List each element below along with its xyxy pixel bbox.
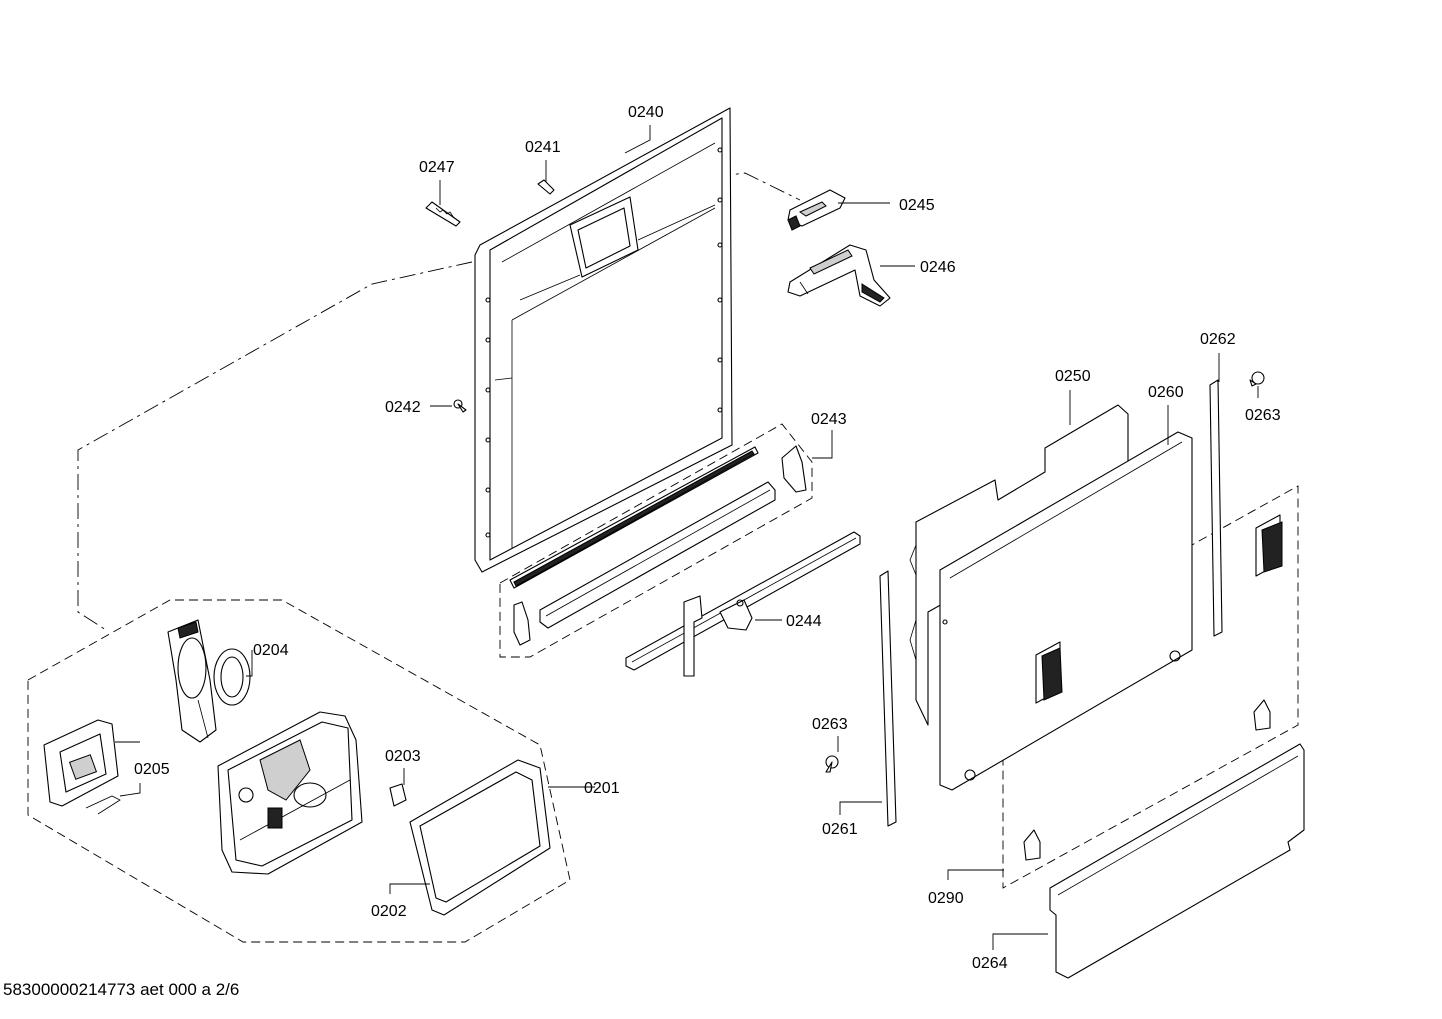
label-0290: 0290 xyxy=(928,890,964,907)
decor-set-0290 xyxy=(1023,514,1283,861)
label-0261: 0261 xyxy=(822,821,858,838)
screw-0241 xyxy=(537,179,555,195)
leader-lines xyxy=(115,125,1259,950)
screw-0242 xyxy=(453,399,467,413)
door-screw-holes xyxy=(485,147,723,538)
document-reference: 58300000214773 aet 000 a 2/6 xyxy=(3,980,240,999)
label-0241: 0241 xyxy=(525,139,561,156)
detergent-box-lid-0205 xyxy=(43,719,121,815)
label-0245: 0245 xyxy=(899,197,935,214)
label-0263-bottom: 0263 xyxy=(812,716,848,733)
screw-0263-top xyxy=(1249,371,1265,387)
screw-0247 xyxy=(425,201,461,227)
strip-0261 xyxy=(879,570,897,827)
inner-door-assembly-outline xyxy=(77,261,473,631)
decor-panel-group-outline xyxy=(1002,485,1299,889)
control-module-0201 xyxy=(217,711,363,875)
control-module-group-outline xyxy=(27,599,571,943)
label-0203: 0203 xyxy=(385,748,421,765)
label-0262: 0262 xyxy=(1200,331,1236,348)
label-0246: 0246 xyxy=(920,259,956,276)
plinth-0264 xyxy=(1049,743,1305,979)
hinge-strip-group-outline xyxy=(499,423,813,658)
label-0242: 0242 xyxy=(385,399,421,416)
holder-0246 xyxy=(787,244,891,307)
label-0250: 0250 xyxy=(1055,368,1091,385)
label-0204: 0204 xyxy=(253,642,289,659)
label-0263-top: 0263 xyxy=(1245,407,1281,424)
clip-0203 xyxy=(389,783,407,807)
screw-0263-bottom xyxy=(825,755,839,773)
frame-seal-0202 xyxy=(409,759,551,916)
panel-0250 xyxy=(909,404,1129,726)
label-0205: 0205 xyxy=(134,761,170,778)
seal-ring-0204 xyxy=(213,648,251,706)
label-0240: 0240 xyxy=(628,104,664,121)
inner-door-0240 xyxy=(474,107,733,573)
outer-panel-0260 xyxy=(939,431,1193,791)
label-0243: 0243 xyxy=(811,411,847,428)
bracket-0245 xyxy=(787,189,846,231)
label-0264: 0264 xyxy=(972,955,1008,972)
label-0202: 0202 xyxy=(371,903,407,920)
label-0260: 0260 xyxy=(1148,384,1184,401)
part-labels: 0240 0241 0247 0245 0246 0242 0243 0244 … xyxy=(134,104,1281,972)
door-to-bracket-line xyxy=(599,172,801,201)
label-0201: 0201 xyxy=(584,780,620,797)
flange-0204 xyxy=(167,619,217,743)
hinge-strip-0243 xyxy=(509,445,807,646)
strip-0262 xyxy=(1209,379,1223,637)
label-0247: 0247 xyxy=(419,159,455,176)
rail-0244 xyxy=(625,531,861,677)
label-0244: 0244 xyxy=(786,613,822,630)
